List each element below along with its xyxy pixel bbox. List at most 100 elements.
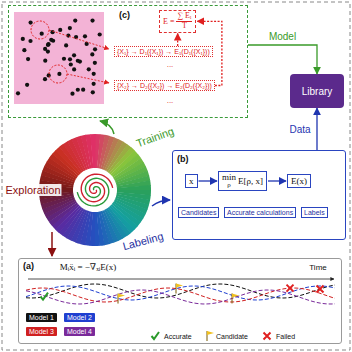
legend-text: Model 4 [67,328,92,335]
failed-mark [317,285,324,292]
atom-dot [68,57,72,61]
connector-label: Data [288,124,311,135]
legend-text: Failed [276,333,295,340]
atom-dot [22,48,26,52]
operator-text: min [222,173,236,182]
atom-dot [72,53,76,57]
legend-symbol [202,330,214,342]
atom-dot [70,92,74,96]
atom-dot [85,42,89,46]
legend-text: Accurate [164,333,192,340]
wheel-segment [94,212,99,246]
connector [316,108,317,150]
atom-dot [72,67,76,71]
legend-symbol [262,330,274,342]
atom-dot [68,26,72,30]
atom-dot [91,90,95,94]
legend-item: Model 4 [64,327,95,336]
library-box: Library [290,74,344,108]
axis-label: Time [308,263,327,272]
atom-dot [81,88,85,92]
formula-numerator: ∑ Eᵢ [176,12,192,22]
connector-label: Model [268,31,297,42]
legend-swatch: Model 1 [26,313,57,322]
atom-dot [43,47,47,51]
legend-swatch: Model 2 [64,313,95,322]
candidate-flag [176,284,183,288]
ellipsis: ... [166,60,175,69]
trajectory-markers [41,284,324,304]
selection-leader [49,30,109,49]
pipeline-row: {X₁} → D₁({X₁}) → E₁(D₁({X₁})) [114,46,213,57]
atom-dot [90,52,94,56]
legend-text: Model 1 [29,314,54,321]
configuration-region [14,12,104,104]
legend-item: Model 3 [26,327,57,336]
output-box: E(x) [287,174,311,188]
atom-dot [16,91,20,95]
legend-item: Accurate [150,330,192,342]
failed-mark [287,285,294,292]
wheel-segment [117,185,151,190]
energy-text: E[ρ, x] [238,176,263,186]
atom-dots [16,18,102,95]
atom-dot [83,34,87,38]
atom-dot [76,88,80,92]
panel-tag: (a) [23,261,34,271]
atom-dot [57,72,61,76]
connector [199,180,218,181]
node-text: {X₁} → D₁({X₁}) → E₁(D₁({X₁})) [117,48,210,55]
atom-dot [62,57,66,61]
labeling-arrow [152,200,170,206]
atom-dot [49,38,53,42]
formula-text: E = [163,17,174,26]
selection-leader [67,74,109,83]
accurate-mark [41,293,49,300]
stage-label: Labels [301,207,328,218]
failed-mark [264,333,271,340]
atom-dot [43,77,47,81]
atom-dot [73,18,77,22]
accurate-mark [152,332,160,339]
connector [268,180,286,181]
legend-swatch: Model 3 [26,327,57,336]
legend-item: Failed [262,330,295,342]
panel: xminρE[ρ, x]E(x)CandidatesAccurate calcu… [172,150,346,240]
atom-dot [64,43,68,47]
atom-dot [93,47,97,51]
atom-dot [90,19,94,23]
atom-dot [46,43,50,47]
atom-dot [92,72,96,76]
input-box: x [185,174,198,188]
atom-dot [58,28,62,32]
legend-swatch: Model 4 [64,327,95,336]
equation: Mᵢẍᵢ = −∇ₓᵢE(x) [59,262,117,272]
legend-item: Candidate [202,330,248,342]
atom-dot [28,39,32,43]
pipeline-row: {X₂} → D₂({X₂}) → E₂(D₂({X₂})) [114,80,215,91]
atom-dot [78,59,82,63]
atom-dot [40,32,44,36]
legend-text: Model 2 [67,314,92,321]
phase-label: Exploration [4,184,61,196]
candidate-flag [118,294,125,298]
atom-dot [28,20,32,24]
node-text: Library [302,86,333,97]
atom-dot [98,32,102,36]
atom-dot [46,42,50,46]
legend-symbol [150,330,162,342]
phase-label: Training [134,124,177,149]
time-axis [28,279,334,280]
legend-item: Model 1 [26,313,57,322]
stage-label: Candidates [178,207,219,218]
legend-text: Model 3 [29,328,54,335]
connector [177,34,178,46]
selection-circle [31,21,49,39]
trajectory [26,290,335,304]
panel-tag: (b) [177,154,189,164]
panel-tag: (c) [119,10,130,20]
legend-item: Model 2 [64,313,95,322]
panel: E =∑ EᵢT {X₁} → D₁({X₁}) → E₁(D₁({X₁})) {X… [8,5,248,118]
formula-denominator: T [182,22,187,31]
trajectory [26,284,335,298]
